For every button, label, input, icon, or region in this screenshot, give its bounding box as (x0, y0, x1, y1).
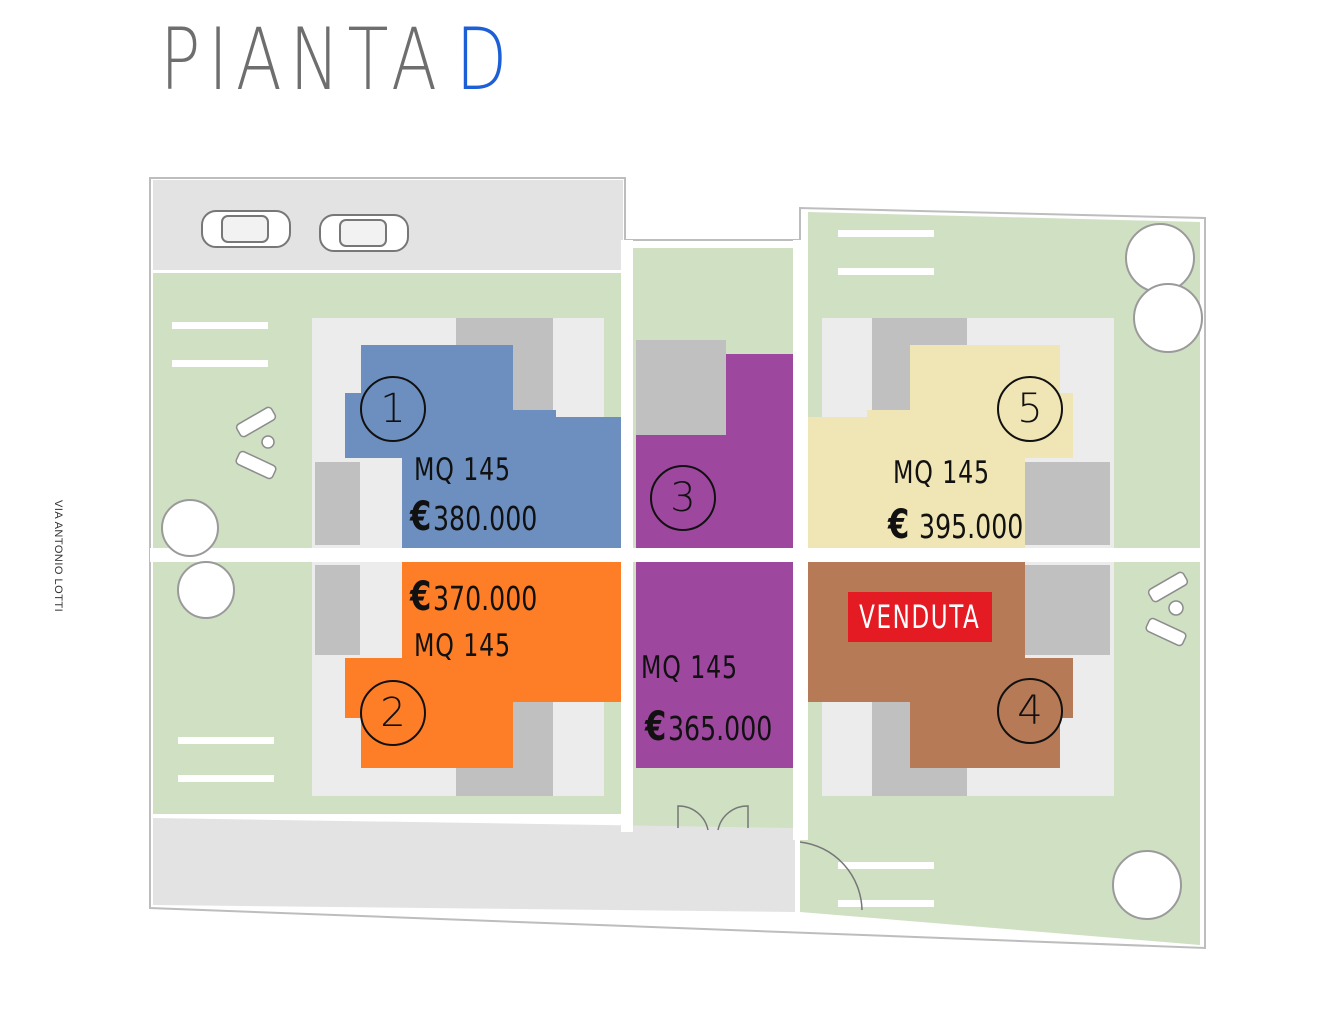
euro-symbol: € (888, 502, 910, 548)
unit-5-number: 5 (997, 376, 1063, 442)
euro-symbol: € (410, 574, 432, 620)
unit-2-number: 2 (360, 680, 426, 746)
unit-3-number: 3 (650, 465, 716, 531)
street-label: VIA ANTONIO LOTTI (52, 500, 64, 613)
title-prefix: PIANTA (160, 10, 445, 110)
unit-1-price: €380.000 (410, 494, 537, 540)
unit-3-price: €365.000 (645, 704, 772, 750)
trees (161, 223, 1203, 920)
unit-3-area: MQ 145 (641, 650, 738, 686)
title-letter: D (455, 10, 516, 110)
euro-symbol: € (645, 704, 667, 750)
parking-markers (172, 230, 934, 907)
unit-2-area: MQ 145 (414, 628, 511, 664)
building-gray-parts (315, 318, 1110, 796)
euro-symbol: € (410, 494, 432, 540)
dividers (150, 240, 1202, 840)
unit-4-number: 4 (997, 678, 1063, 744)
garden-loungers (235, 406, 1189, 647)
unit-2-price: €370.000 (410, 574, 537, 620)
gates (677, 805, 863, 911)
unit-5-price-value: 395.000 (919, 507, 1024, 546)
unit-1-price-value: 380.000 (432, 499, 538, 538)
unit-2-price-value: 370.000 (432, 579, 538, 618)
unit-1-area: MQ 145 (414, 452, 511, 488)
unit-5-price: € 395.000 (888, 502, 1023, 548)
parked-cars (201, 210, 409, 252)
unit-3-price-value: 365.000 (667, 709, 773, 748)
unit-4-sold-badge: VENDUTA (848, 592, 992, 642)
unit-5-area: MQ 145 (893, 455, 990, 491)
unit-1-number: 1 (360, 376, 426, 442)
